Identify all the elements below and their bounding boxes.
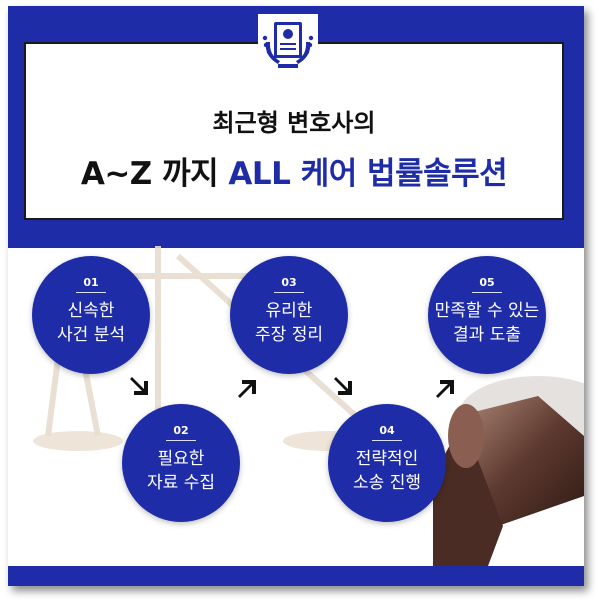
arrow-up-right-icon: [436, 380, 454, 398]
step-02: 02 필요한 자료 수집: [122, 404, 240, 522]
step-divider: [76, 292, 106, 293]
arrow-down-right-icon: [334, 377, 352, 395]
step-label: 만족할 수 있는 결과 도출: [434, 301, 540, 345]
infographic-card: 최근형 변호사의 A~Z 까지 ALL 케어 법률솔루션 01 신속한 사건 분…: [8, 6, 584, 586]
step-number: 05: [479, 276, 495, 289]
step-01: 01 신속한 사건 분석: [32, 256, 150, 374]
step-number: 04: [379, 424, 395, 437]
main-title-part1: A~Z 까지: [80, 156, 229, 192]
gavel-image: [433, 376, 584, 566]
step-03: 03 유리한 주장 정리: [230, 256, 348, 374]
step-number: 01: [83, 276, 99, 289]
main-title: A~Z 까지 ALL 케어 법률솔루션: [24, 148, 564, 193]
step-number: 03: [281, 276, 297, 289]
step-number: 02: [173, 424, 189, 437]
step-divider: [472, 292, 502, 293]
certificate-laurel-icon: [258, 14, 318, 74]
step-04: 04 전략적인 소송 진행: [328, 404, 446, 522]
arrow-up-right-icon: [238, 380, 256, 398]
bottom-blue-band: [8, 566, 584, 586]
subtitle: 최근형 변호사의: [212, 109, 376, 137]
step-label: 필요한 자료 수집: [147, 449, 215, 493]
step-label: 전략적인 소송 진행: [353, 449, 421, 493]
step-05: 05 만족할 수 있는 결과 도출: [428, 256, 546, 374]
arrow-down-right-icon: [130, 377, 148, 395]
main-title-accent: ALL 케어 법률솔루션: [228, 156, 508, 192]
step-divider: [274, 292, 304, 293]
step-label: 신속한 사건 분석: [57, 301, 125, 345]
step-divider: [166, 440, 196, 441]
step-label: 유리한 주장 정리: [255, 301, 323, 345]
step-divider: [372, 440, 402, 441]
